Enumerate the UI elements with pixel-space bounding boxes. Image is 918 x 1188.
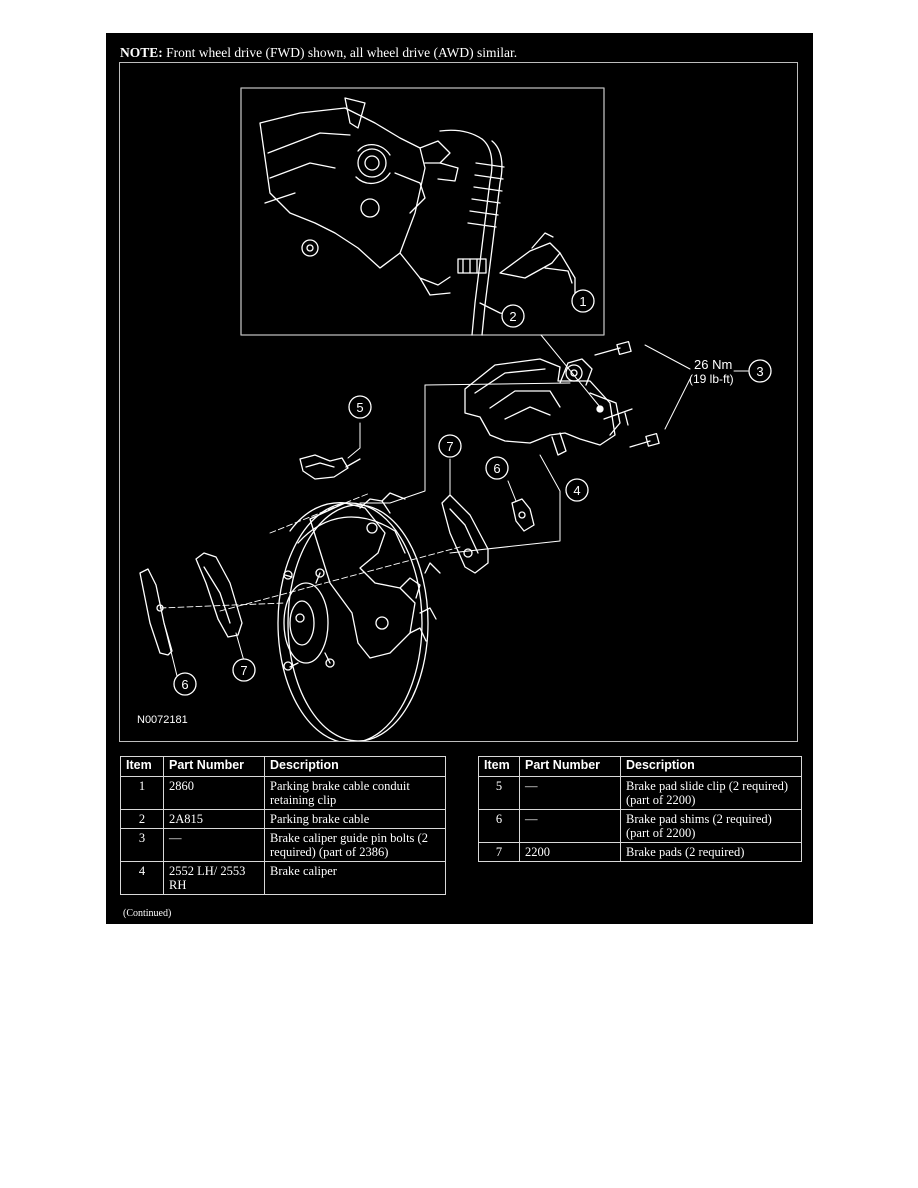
svg-text:7: 7 [240,663,247,678]
inset-frame [240,87,605,336]
cell-item: 5 [478,776,520,810]
cell-part-number: 2860 [163,776,265,810]
inner-shim-drawing [511,498,535,532]
caliper-drawing [464,340,660,456]
inset-bracket-drawing [259,97,576,336]
inner-brake-pad-drawing [441,494,489,574]
cell-item: 3 [120,828,164,862]
cell-item: 6 [478,809,520,843]
svg-text:5: 5 [356,400,363,415]
col-description: Description [264,756,446,777]
exploded-view-figure: 1 2 3 4 5 [119,62,798,742]
col-item: Item [478,756,520,777]
torque-alt: (19 lb-ft) [689,372,734,386]
callout-7-outer-pad: 7 [232,658,256,682]
svg-text:4: 4 [573,483,580,498]
rotor-hub-drawing [277,492,441,741]
cell-part-number: 2A815 [163,809,265,829]
figure-code: N0072181 [137,714,188,726]
torque-value: 26 Nm [694,357,732,372]
col-description: Description [620,756,802,777]
outer-brake-pad-drawing [195,552,243,638]
note-line: NOTE: Front wheel drive (FWD) shown, all… [120,45,517,61]
cell-description: Brake pad shims (2 required) (part of 22… [620,809,802,843]
cell-part-number: — [519,809,621,843]
svg-text:6: 6 [181,677,188,692]
svg-text:3: 3 [756,364,763,379]
continued-label: (Continued) [123,908,172,919]
callout-4: 4 [565,478,589,502]
note-label: NOTE: [120,45,163,60]
cell-description: Parking brake cable conduit retaining cl… [264,776,446,810]
cell-item: 4 [120,861,164,895]
table-row: 1 2860 Parking brake cable conduit retai… [120,776,446,810]
cell-part-number: 2552 LH/ 2553 RH [163,861,265,895]
parts-table-right: Item Part Number Description 5 — Brake p… [478,756,802,862]
cell-description: Brake pads (2 required) [620,842,802,862]
callout-5: 5 [348,395,372,419]
cell-part-number: — [519,776,621,810]
document-page: NOTE: Front wheel drive (FWD) shown, all… [106,33,813,924]
cell-part-number: 2200 [519,842,621,862]
col-item: Item [120,756,164,777]
brake-assembly-illustration: 1 2 3 4 5 [139,87,772,741]
callout-3: 3 [748,359,772,383]
callout-2: 2 [501,304,525,328]
note-text: Front wheel drive (FWD) shown, all wheel… [162,45,518,60]
cell-description: Brake pad slide clip (2 required) (part … [620,776,802,810]
cell-description: Brake caliper guide pin bolts (2 require… [264,828,446,862]
cell-item: 2 [120,809,164,829]
callout-6-outer-shim: 6 [173,672,197,696]
col-part-number: Part Number [163,756,265,777]
table-row: 2 2A815 Parking brake cable [120,809,446,829]
table-row: 7 2200 Brake pads (2 required) [478,842,802,862]
table-row: 6 — Brake pad shims (2 required) (part o… [478,809,802,843]
callout-1: 1 [571,289,595,313]
cell-part-number: — [163,828,265,862]
table-row: 3 — Brake caliper guide pin bolts (2 req… [120,828,446,862]
svg-text:1: 1 [579,294,586,309]
callout-7-pad: 7 [438,434,462,458]
cell-description: Brake caliper [264,861,446,895]
col-part-number: Part Number [519,756,621,777]
callout-6-shim: 6 [485,456,509,480]
outer-shim-drawing [139,568,285,656]
cell-description: Parking brake cable [264,809,446,829]
cell-item: 1 [120,776,164,810]
svg-text:7: 7 [446,439,453,454]
cell-item: 7 [478,842,520,862]
svg-text:6: 6 [493,461,500,476]
table-row: 4 2552 LH/ 2553 RH Brake caliper [120,861,446,895]
table-row: 5 — Brake pad slide clip (2 required) (p… [478,776,802,810]
svg-text:2: 2 [509,309,516,324]
parts-table-left: Item Part Number Description 1 2860 Park… [120,756,446,895]
slide-clip-drawing [299,454,361,480]
